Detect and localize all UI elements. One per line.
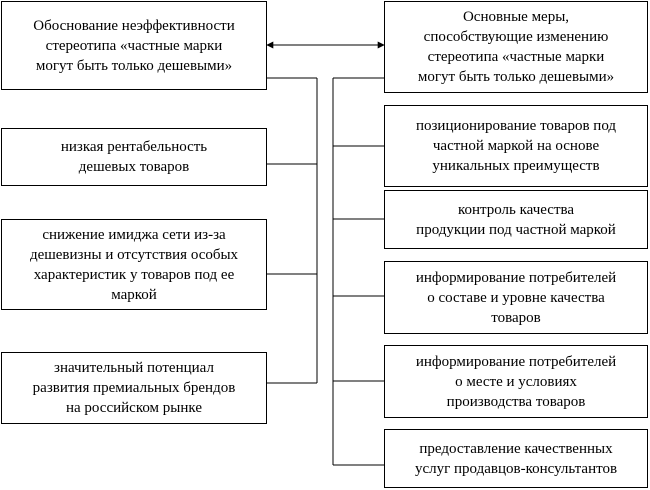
- left-box-low-profitability: низкая рентабельность дешевых товаров: [1, 128, 267, 186]
- right-box-line: о месте и условиях: [455, 373, 577, 390]
- right-box-production-info: информирование потребителей о месте и ус…: [384, 345, 648, 418]
- left-header-line: Обоснование неэффективности: [33, 17, 235, 34]
- right-header-line: способствующие изменению: [423, 29, 609, 45]
- right-box-line: предоставление качественных: [419, 440, 613, 457]
- right-box-quality-control: контроль качества продукции под частной …: [384, 190, 648, 249]
- left-box-line: дешевизны и отсутствия особых: [29, 246, 239, 263]
- left-box-line: снижение имиджа сети из-за: [42, 226, 226, 243]
- right-box-positioning: позиционирование товаров под частной мар…: [384, 105, 648, 187]
- left-box-premium-potential: значительный потенциал развития премиаль…: [1, 352, 267, 424]
- right-box-line: частной маркой на основе: [432, 138, 600, 154]
- right-box-line: товаров: [491, 309, 541, 326]
- left-box-line: на российском рынке: [65, 400, 202, 416]
- right-header-line: стереотипа «частные марки: [427, 49, 605, 65]
- right-header-line: могут быть только дешевыми»: [417, 69, 615, 85]
- right-box-consultant-services: предоставление качественных услуг продав…: [384, 429, 648, 488]
- right-box-composition-info: информирование потребителей о составе и …: [384, 261, 648, 334]
- left-box-line: низкая рентабельность: [60, 139, 208, 155]
- right-box-line: информирование потребителей: [415, 269, 617, 286]
- right-box-line: о составе и уровне качества: [427, 289, 605, 306]
- left-header-line: стереотипа «частные марки: [45, 37, 223, 54]
- left-box-line: маркой: [111, 286, 157, 303]
- left-header-line: могут быть только дешевыми»: [35, 57, 233, 74]
- right-box-line: продукции под частной маркой: [416, 221, 616, 238]
- left-box-line: характеристик у товаров под ее: [33, 266, 235, 283]
- right-box-line: производства товаров: [446, 393, 586, 410]
- left-box-line: дешевых товаров: [78, 159, 190, 175]
- right-box-line: информирование потребителей: [415, 353, 617, 370]
- left-header-box: Обоснование неэффективности стереотипа «…: [1, 1, 267, 90]
- right-header-box: Основные меры, способствующие изменению …: [384, 1, 648, 93]
- left-box-image-decline: снижение имиджа сети из-за дешевизны и о…: [1, 219, 267, 310]
- right-box-line: контроль качества: [457, 201, 575, 218]
- right-box-line: уникальных преимуществ: [432, 158, 600, 174]
- left-box-line: значительный потенциал: [54, 360, 214, 376]
- right-box-line: услуг продавцов-консультантов: [414, 460, 618, 477]
- left-box-line: развития премиальных брендов: [32, 380, 236, 396]
- right-box-line: позиционирование товаров под: [415, 118, 617, 134]
- right-header-line: Основные меры,: [462, 9, 570, 25]
